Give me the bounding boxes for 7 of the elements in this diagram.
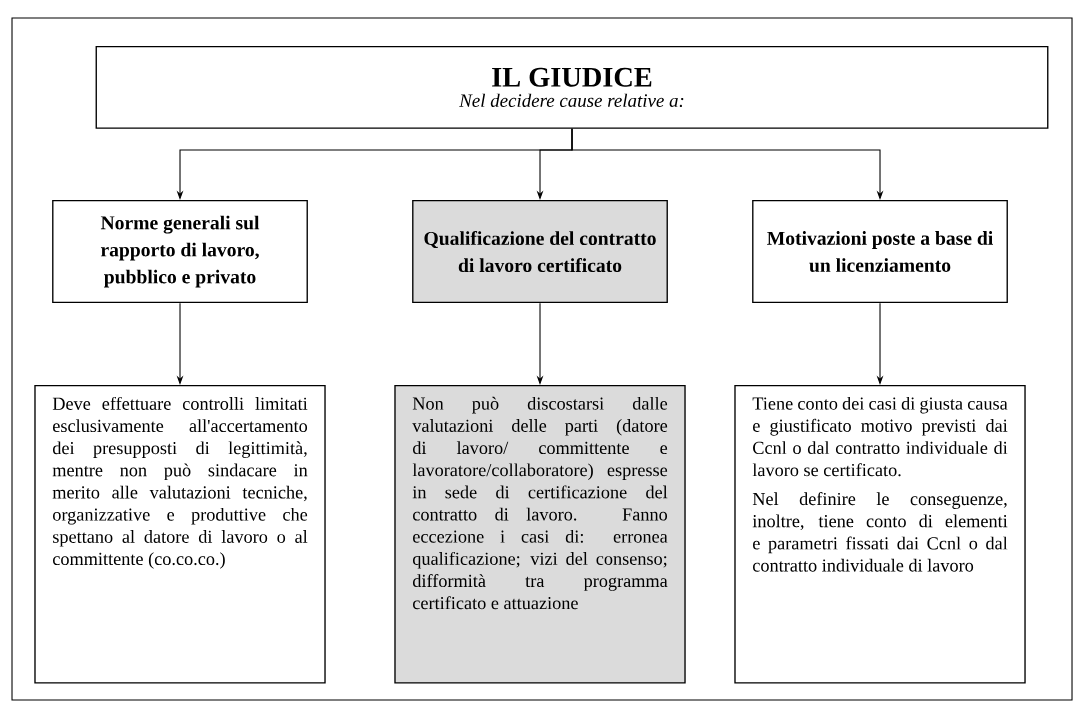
text-box: Deve effettuare controlli limitati esclusivamente all'accertamento dei presupposti di legittimità, mentre non può sindacare in merito alle valutazioni tecniche, organizzative e produttive che spettano al datore di lavoro o al committente (co.co.co.): [34, 385, 326, 684]
topic-box: Motivazioni poste a base di un licenziamento: [752, 200, 1008, 304]
text-box: Non può discostarsi dalle valutazioni delle parti (datore di lavoro/ committente e lavoratore/collaboratore) espresse in sede di certificazione del contratto di lavoro. Fanno eccezione i casi di: erronea qualificazione; vizi del consenso; difformità tra programma certificato e attuazione: [394, 385, 686, 684]
topic-box: Norme generali sul rapporto di lavoro, pubblico e privato: [52, 200, 308, 304]
text-box: Tiene conto dei casi di giusta causa e giustificato motivo previsti dai Ccnl o dal contratto individuale di lavoro se certificato. Nel definire le conseguenze, inoltre, tiene conto di elementi e parametri fissati dai Ccnl o dal contratto individuale di lavoro: [734, 385, 1026, 684]
topic-box: Qualificazione del contratto di lavoro certificato: [412, 200, 668, 304]
title-box: IL GIUDICE Nel decidere cause relative a:: [95, 46, 1049, 129]
